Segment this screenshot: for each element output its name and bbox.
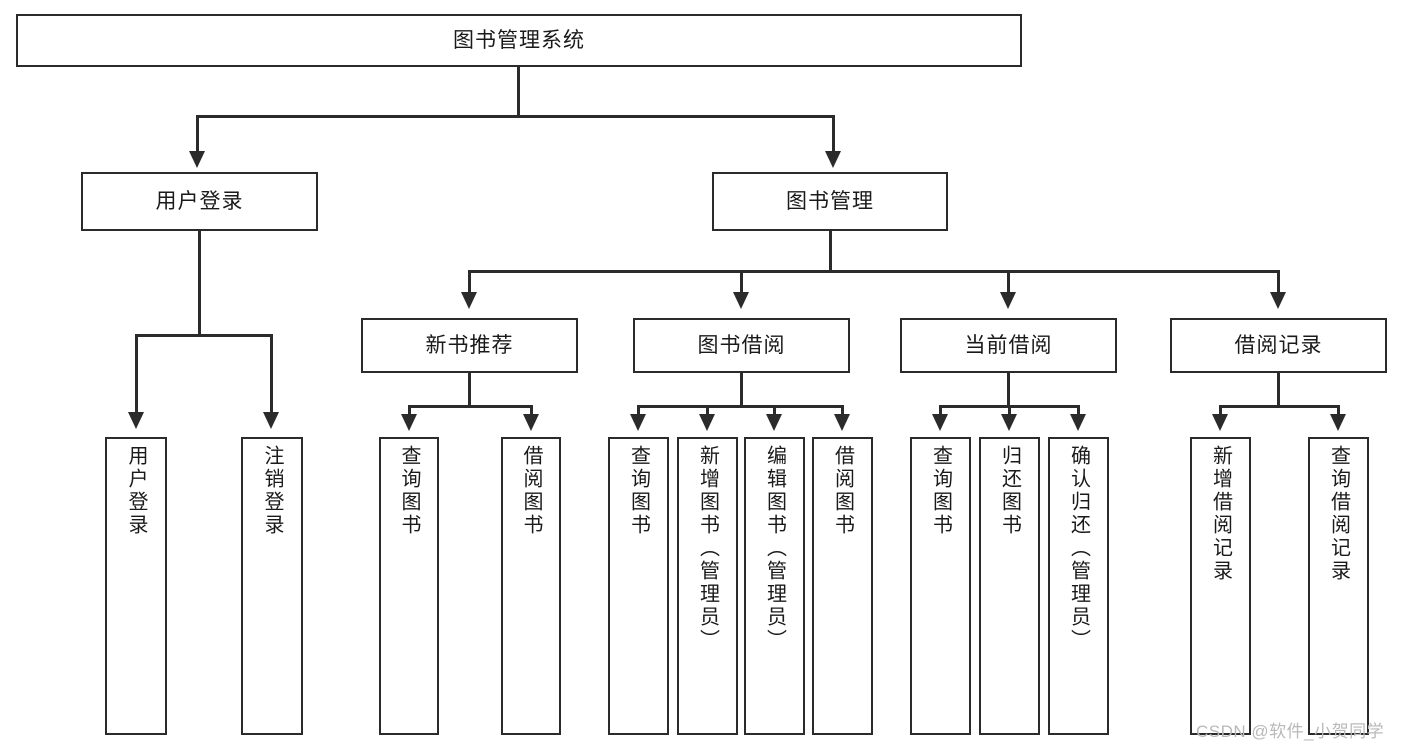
connector-bm-to-book-borrow (740, 270, 743, 294)
arrowhead-user-login-leaf-1 (128, 412, 144, 429)
arrowhead-to-user-login (189, 151, 205, 168)
connector-book-borrow-bus (637, 405, 844, 408)
arrowhead-borrow-record-leaf-2 (1330, 414, 1346, 431)
node-label: 注销登录 (261, 445, 283, 537)
node-book-management[interactable]: 图书管理 (712, 172, 948, 231)
connector-current-borrow-stem (1007, 373, 1010, 407)
connector-root-to-book-management (832, 115, 835, 153)
connector-borrow-record-to-leaf-2 (1337, 405, 1340, 417)
connector-borrow-record-stem (1277, 373, 1280, 407)
node-borrow-record[interactable]: 借阅记录 (1170, 318, 1387, 373)
node-label: 查询图书 (627, 445, 650, 537)
node-label: 当前借阅 (964, 333, 1053, 357)
arrowhead-current-borrow-leaf-1 (932, 414, 948, 431)
arrowhead-new-book-leaf-2 (523, 414, 539, 431)
node-root-book-management-system[interactable]: 图书管理系统 (16, 14, 1022, 67)
node-label: 借阅记录 (1234, 333, 1323, 357)
arrowhead-borrow-record (1270, 292, 1286, 309)
connector-borrow-record-to-leaf-1 (1219, 405, 1222, 417)
connector-user-login-to-leaf-1 (135, 334, 138, 414)
arrowhead-current-borrow (1000, 292, 1016, 309)
leaf-user-login-logout[interactable]: 注销登录 (241, 437, 303, 735)
connector-user-login-stem (198, 231, 201, 335)
node-label: 借阅图书 (520, 445, 542, 537)
node-user-login[interactable]: 用户登录 (81, 172, 318, 231)
arrowhead-book-borrow-leaf-4 (834, 414, 850, 431)
node-label: 新增借阅记录 (1209, 445, 1232, 583)
leaf-current-borrow-query-book[interactable]: 查询图书 (910, 437, 971, 735)
connector-book-borrow-to-leaf-2 (706, 405, 709, 417)
connector-book-borrow-to-leaf-4 (841, 405, 844, 417)
connector-current-borrow-to-leaf-3 (1077, 405, 1080, 417)
leaf-new-book-borrow-book[interactable]: 借阅图书 (501, 437, 561, 735)
arrowhead-user-login-leaf-2 (263, 412, 279, 429)
leaf-book-borrow-borrow-book[interactable]: 借阅图书 (812, 437, 873, 735)
connector-current-borrow-to-leaf-1 (939, 405, 942, 417)
connector-new-book-to-leaf-2 (530, 405, 533, 417)
arrowhead-to-book-management (825, 151, 841, 168)
leaf-book-borrow-query-book[interactable]: 查询图书 (608, 437, 669, 735)
arrowhead-book-borrow-leaf-1 (630, 414, 646, 431)
connector-book-management-bus (468, 270, 1280, 273)
connector-user-login-to-leaf-2 (270, 334, 273, 414)
connector-new-book-stem (468, 373, 471, 407)
arrowhead-new-book-recommend (461, 292, 477, 309)
node-new-book-recommend[interactable]: 新书推荐 (361, 318, 578, 373)
arrowhead-new-book-leaf-1 (401, 414, 417, 431)
csdn-watermark: CSDN @软件_小贺同学 (1196, 722, 1385, 741)
connector-root-to-user-login (196, 115, 199, 153)
leaf-user-login-login[interactable]: 用户登录 (105, 437, 167, 735)
node-label: 新增图书（管理员） (696, 445, 719, 652)
leaf-borrow-record-query-record[interactable]: 查询借阅记录 (1308, 437, 1369, 735)
connector-book-management-stem (829, 231, 832, 272)
arrowhead-book-borrow-leaf-3 (766, 414, 782, 431)
node-label: 用户登录 (125, 445, 147, 537)
arrowhead-borrow-record-leaf-1 (1212, 414, 1228, 431)
node-label: 图书管理系统 (453, 28, 585, 52)
connector-root-bus (196, 115, 835, 118)
connector-root-stem (517, 67, 520, 115)
node-label: 新书推荐 (425, 333, 514, 357)
node-label: 用户登录 (155, 189, 244, 213)
connector-book-borrow-to-leaf-1 (637, 405, 640, 417)
leaf-current-borrow-return-book[interactable]: 归还图书 (979, 437, 1040, 735)
connector-new-book-to-leaf-1 (408, 405, 411, 417)
connector-bm-to-new-book (468, 270, 471, 294)
leaf-borrow-record-add-record[interactable]: 新增借阅记录 (1190, 437, 1251, 735)
connector-book-borrow-stem (740, 373, 743, 407)
node-label: 查询图书 (929, 445, 952, 537)
arrowhead-current-borrow-leaf-3 (1070, 414, 1086, 431)
leaf-book-borrow-add-book-admin[interactable]: 新增图书（管理员） (677, 437, 738, 735)
connector-borrow-record-bus (1219, 405, 1339, 408)
connector-user-login-bus (135, 334, 272, 337)
leaf-book-borrow-edit-book-admin[interactable]: 编辑图书（管理员） (744, 437, 805, 735)
node-label: 确认归还（管理员） (1067, 445, 1090, 652)
node-current-borrow[interactable]: 当前借阅 (900, 318, 1117, 373)
node-label: 图书借阅 (697, 333, 786, 357)
connector-book-borrow-to-leaf-3 (773, 405, 776, 417)
connector-bm-to-borrow-record (1277, 270, 1280, 294)
arrowhead-current-borrow-leaf-2 (1001, 414, 1017, 431)
arrowhead-book-borrow (733, 292, 749, 309)
connector-new-book-bus (408, 405, 532, 408)
leaf-current-borrow-confirm-return-admin[interactable]: 确认归还（管理员） (1048, 437, 1109, 735)
node-label: 借阅图书 (831, 445, 854, 537)
connector-current-borrow-to-leaf-2 (1008, 405, 1011, 417)
node-label: 图书管理 (786, 189, 874, 213)
node-label: 查询图书 (398, 445, 420, 537)
node-label: 归还图书 (998, 445, 1021, 537)
arrowhead-book-borrow-leaf-2 (699, 414, 715, 431)
connector-bm-to-current-borrow (1007, 270, 1010, 294)
node-label: 编辑图书（管理员） (763, 445, 786, 652)
leaf-new-book-query-book[interactable]: 查询图书 (379, 437, 439, 735)
node-label: 查询借阅记录 (1327, 445, 1350, 583)
node-book-borrow[interactable]: 图书借阅 (633, 318, 850, 373)
